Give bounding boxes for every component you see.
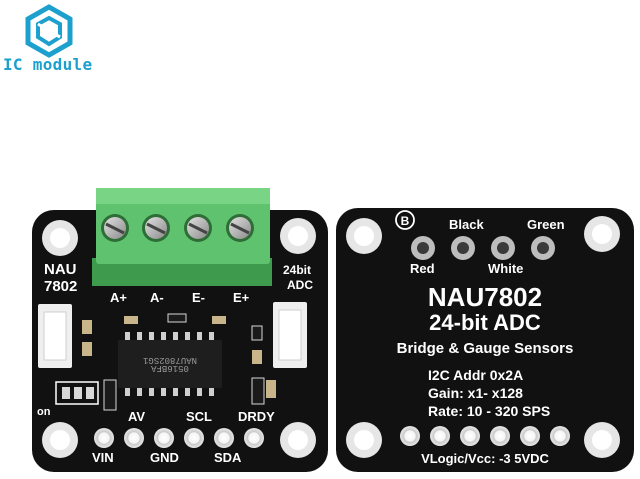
wire-label-red: Red [410, 261, 435, 276]
adc-chip: NAU7802SG1 0516BFA [118, 332, 222, 396]
front-board: NAU 7802 24bit ADC A+ A- E- E+ [32, 188, 328, 472]
mounting-hole [346, 422, 382, 458]
hexagon-logo-icon [25, 4, 73, 58]
stemma-connector [273, 302, 307, 368]
pin-label: VIN [92, 450, 114, 465]
chip-marking-line1: NAU7802SG1 [143, 355, 197, 365]
wire-label-white: White [488, 261, 523, 276]
mounting-hole [42, 220, 78, 256]
board-title-line1: NAU [44, 261, 77, 278]
terminal-label: E- [192, 290, 205, 305]
pin-pads [400, 426, 570, 446]
brand-name: IC module [3, 55, 93, 74]
mounting-hole [584, 422, 620, 458]
screw [142, 214, 170, 242]
side-label-line2: ADC [287, 278, 313, 292]
screw [101, 214, 129, 242]
chip-marking-line2: 0516BFA [151, 363, 189, 373]
wire-label-black: Black [449, 217, 484, 232]
side-label-line1: 24bit [283, 263, 311, 277]
mounting-hole [346, 218, 382, 254]
pin-label: SDA [214, 450, 242, 465]
back-board: B Black Green Red White NAU7802 24-bit A… [336, 208, 634, 472]
pin-label: SCL [186, 409, 212, 424]
screw-terminal [92, 188, 272, 286]
pin-label: DRDY [238, 409, 275, 424]
terminal-label: A- [150, 290, 164, 305]
svg-text:B: B [401, 214, 410, 228]
pin-pads [94, 428, 264, 448]
mounting-hole [42, 422, 78, 458]
terminal-label: E+ [233, 290, 250, 305]
voltage-label: VLogic/Vcc: -3 5VDC [421, 451, 549, 466]
back-description: Bridge & Gauge Sensors [397, 340, 574, 357]
pin-label: GND [150, 450, 179, 465]
back-title: NAU7802 [428, 282, 542, 312]
wire-pads [411, 236, 555, 260]
spec-line: Gain: x1- x128 [428, 385, 523, 401]
on-label: on [37, 406, 51, 418]
jumper-pads [55, 381, 99, 405]
pin-label: AV [128, 409, 145, 424]
board-title-line2: 7802 [44, 278, 77, 295]
stemma-connector [38, 304, 72, 368]
screw [226, 214, 254, 242]
terminal-label: A+ [110, 290, 127, 305]
back-subtitle: 24-bit ADC [429, 310, 541, 335]
spec-line: I2C Addr 0x2A [428, 367, 523, 383]
spec-line: Rate: 10 - 320 SPS [428, 403, 550, 419]
mounting-hole [584, 216, 620, 252]
mounting-hole [280, 422, 316, 458]
wire-label-green: Green [527, 217, 565, 232]
side-badge: B [395, 210, 415, 230]
mounting-hole [280, 218, 316, 254]
screw [184, 214, 212, 242]
